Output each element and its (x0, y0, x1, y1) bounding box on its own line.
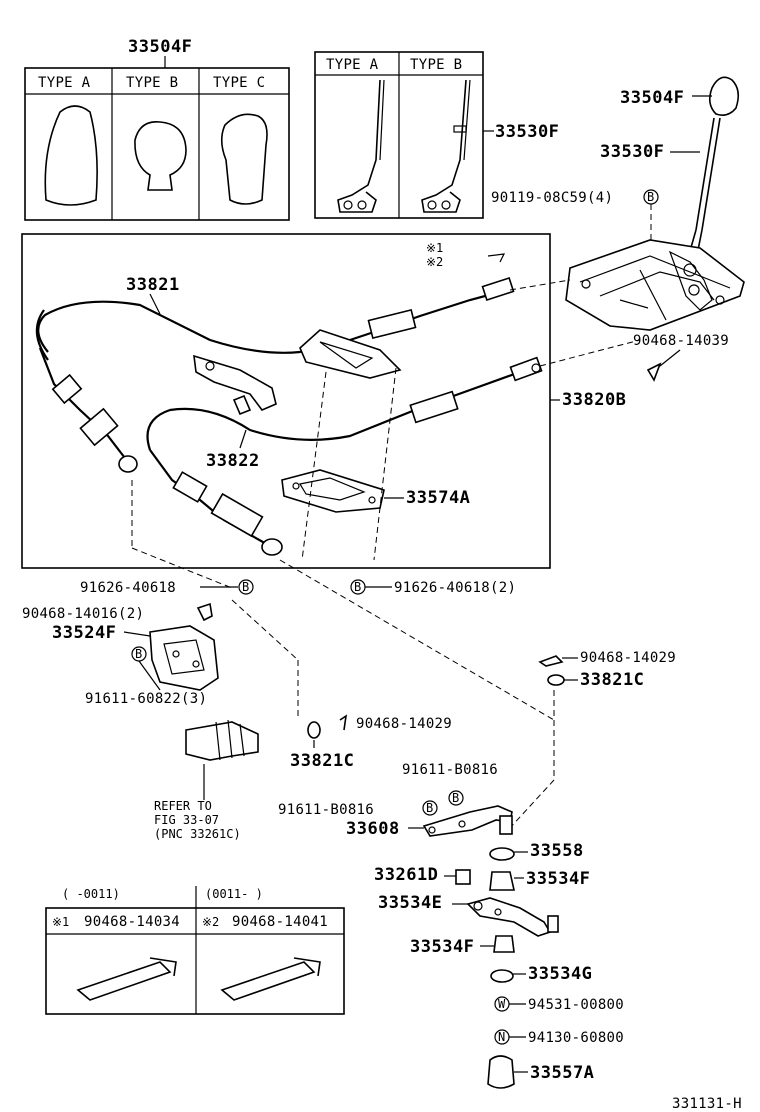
part-33534f-a-icon (489, 871, 515, 891)
lever-33534e-pin-icon (547, 915, 559, 933)
shift-knob-icon (708, 76, 740, 116)
bracket-33524f-icon (149, 625, 219, 691)
shaft-tube-icon (185, 721, 259, 761)
cable1-label: 33821 (126, 275, 180, 295)
callout-n-letter: N (498, 1030, 505, 1044)
knob-box-part-label: 33504F (128, 37, 192, 57)
part-33534e-label: 33534E (378, 893, 442, 913)
callout-b-letter: B (242, 580, 249, 594)
bushing-right-icon (547, 674, 565, 686)
knob-type-c-label: TYPE C (213, 75, 265, 91)
clip-left-icon (196, 602, 213, 622)
part-33558-icon (489, 847, 515, 861)
callout-b-letter: B (426, 801, 433, 815)
clip-top-icon (646, 362, 662, 382)
bolt-b-label: 90119-08C59(4) (491, 190, 613, 206)
clip-right-label: 90468-14029 (580, 650, 676, 666)
knob-type-a-icon (44, 105, 98, 206)
clip-range-2: (0011- ) (205, 887, 263, 901)
bracket-label: 33524F (52, 623, 116, 643)
clip-mark-2: ※2 (202, 915, 219, 929)
knob-type-b-icon (134, 121, 187, 191)
shifter-base-icon (565, 239, 745, 331)
bolt-lever-top-label: 91611-B0816 (402, 762, 498, 778)
nut-label: 94130-60800 (528, 1030, 624, 1046)
clip-mark-1: ※1 (52, 915, 69, 929)
diagram-id: 331131-H (672, 1096, 742, 1112)
lever-pin-icon (499, 815, 513, 835)
part-33534f-b-icon (493, 935, 515, 953)
lever-33534e-icon (466, 897, 552, 937)
clip-table: ( -0011) (0011- ) ※1 90468-14034 ※2 9046… (45, 886, 345, 1015)
legend-mark-2: ※2 (426, 255, 443, 269)
refer-line-1: REFER TO (154, 799, 212, 813)
legend-mark-1: ※1 (426, 241, 443, 255)
knob-part-label: 33504F (620, 88, 684, 108)
cable-assy-label: 33820B (562, 390, 626, 410)
cable-grommet-icon (299, 329, 402, 379)
bolt-bracket-label: 91611-60822(3) (85, 691, 207, 707)
knob-type-a-label: TYPE A (38, 75, 91, 91)
clip-left-label: 90468-14016(2) (22, 606, 144, 622)
part-33261d-label: 33261D (374, 865, 438, 885)
lever-part-label: 33530F (600, 142, 664, 162)
cable-bracket-icon (193, 354, 277, 411)
lever-33608-icon (422, 805, 513, 837)
plate-icon (281, 469, 385, 513)
refer-line-3: (PNC 33261C) (154, 827, 241, 841)
plate-label: 33574A (406, 488, 470, 508)
bolt-lever-left-label: 91611-B0816 (278, 802, 374, 818)
callout-w-letter: W (498, 997, 506, 1011)
shifter-assembly (565, 76, 745, 331)
bolt-right-label: 91626-40618(2) (394, 580, 516, 596)
cable-assembly-box: ※1 ※2 (21, 233, 641, 569)
callout-b-icon (422, 800, 438, 816)
lever-box-part-label: 33530F (495, 122, 559, 142)
knob-type-b-label: TYPE B (126, 75, 178, 91)
cable2-label: 33822 (206, 451, 260, 471)
lever-type-b-label: TYPE B (410, 57, 462, 73)
part-33557a-icon (487, 1055, 515, 1089)
bushing-mid-icon (307, 721, 321, 739)
knob-type-c-icon (220, 113, 268, 205)
lever-type-b-icon (421, 79, 467, 213)
part-33557a-label: 33557A (530, 1063, 594, 1083)
bushing-right-label: 33821C (580, 670, 644, 690)
part-33534f-a-label: 33534F (526, 869, 590, 889)
knob-type-box: 33504F TYPE A TYPE B TYPE C (24, 37, 290, 221)
callout-b-icon (448, 790, 464, 806)
part-33558-label: 33558 (530, 841, 584, 861)
clip-part-1: 90468-14034 (84, 914, 180, 930)
bolt-left-label: 91626-40618 (80, 580, 176, 596)
lever-type-box: TYPE A TYPE B (314, 51, 494, 219)
callout-b-icon (238, 579, 254, 595)
clip-2-icon (220, 957, 321, 1001)
legend-clip-icon (487, 253, 506, 263)
clip-mid-label: 90468-14029 (356, 716, 452, 732)
lever-type-a-label: TYPE A (326, 57, 379, 73)
clip-mid-icon (339, 714, 348, 731)
lever-label: 33608 (346, 819, 400, 839)
clip-right-icon (538, 655, 564, 667)
part-33534f-b-label: 33534F (410, 937, 474, 957)
callout-b-letter: B (452, 791, 459, 805)
washer-label: 94531-00800 (528, 997, 624, 1013)
part-33261d-icon (455, 869, 471, 885)
clip-top-label: 90468-14039 (633, 333, 729, 349)
clip-range-1: ( -0011) (62, 887, 120, 901)
clip-part-2: 90468-14041 (232, 914, 328, 930)
refer-line-2: FIG 33-07 (154, 813, 219, 827)
lever-type-a-icon (337, 79, 381, 213)
callout-b-letter: B (135, 647, 142, 661)
part-33534g-label: 33534G (528, 964, 592, 984)
bushing-mid-label: 33821C (290, 751, 354, 771)
callout-b-letter: B (647, 190, 654, 204)
clip-1-icon (76, 957, 177, 1001)
callout-b-letter: B (354, 580, 361, 594)
part-33534g-icon (490, 969, 514, 983)
